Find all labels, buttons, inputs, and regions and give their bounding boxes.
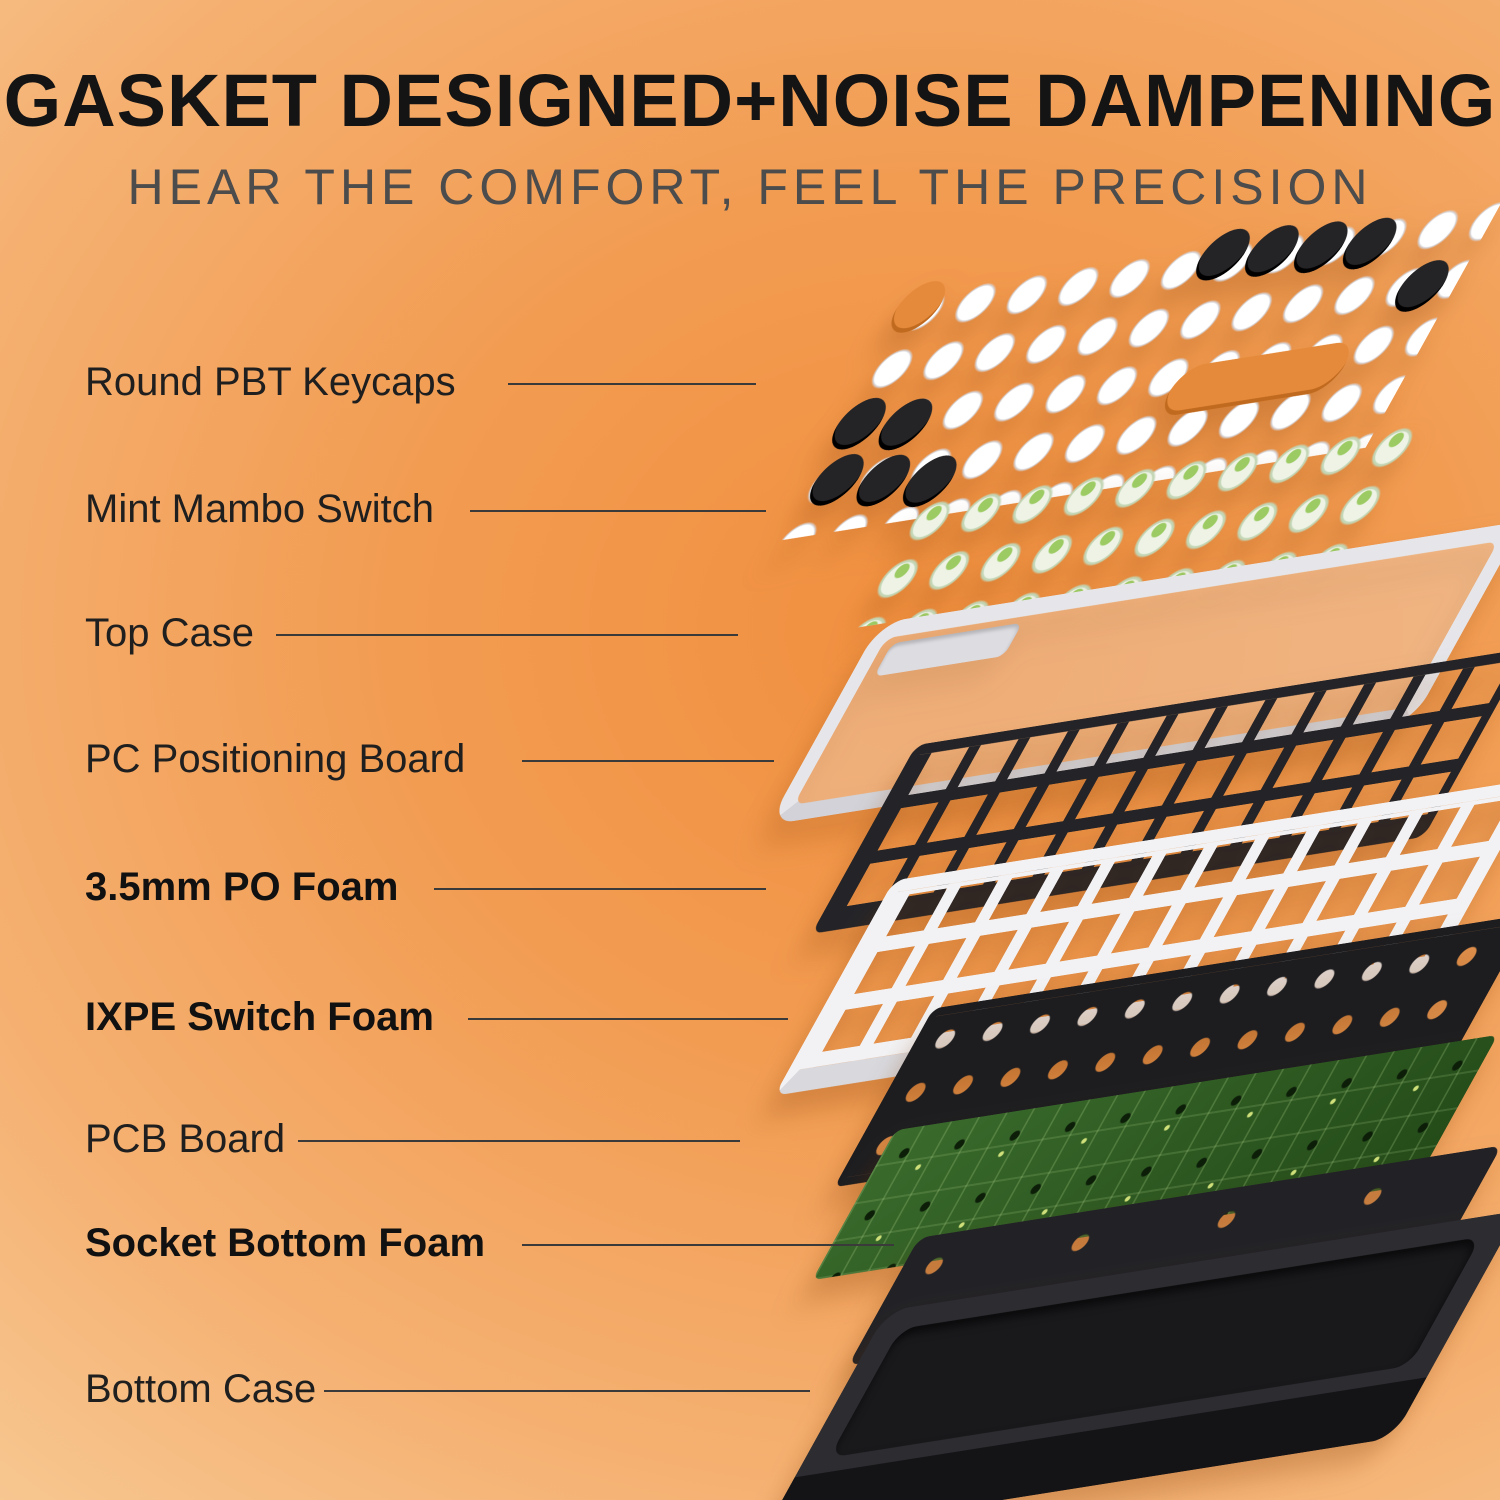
label-mint-mambo-switch: Mint Mambo Switch	[85, 487, 434, 531]
esc-keycap-orange	[881, 277, 956, 337]
label-pc-positioning-board: PC Positioning Board	[85, 737, 466, 781]
enter-keycap-orange	[1154, 339, 1359, 419]
leader-line-pcb	[298, 1140, 740, 1142]
label-po-foam: 3.5mm PO Foam	[85, 865, 399, 909]
top-case-slot-cutout	[873, 622, 1023, 677]
leader-line-top-case	[276, 634, 738, 636]
page-title: GASKET DESIGNED+NOISE DAMPENING	[3, 59, 1497, 142]
label-top-case: Top Case	[85, 611, 254, 655]
leader-line-switch	[470, 510, 766, 512]
leader-line-ixpe-foam	[468, 1018, 788, 1020]
page-subtitle: HEAR THE COMFORT, FEEL THE PRECISION	[127, 159, 1373, 215]
label-round-pbt-keycaps: Round PBT Keycaps	[85, 360, 456, 404]
nav-keycap-black	[1385, 256, 1459, 316]
label-ixpe-switch-foam: IXPE Switch Foam	[85, 995, 434, 1039]
label-bottom-case: Bottom Case	[85, 1367, 317, 1411]
label-pcb-board: PCB Board	[85, 1117, 286, 1161]
leader-line-positioning-board	[522, 760, 774, 762]
leader-line-bottom-case	[324, 1390, 810, 1392]
leader-line-socket-foam	[522, 1244, 894, 1246]
leader-line-keycaps	[508, 383, 756, 385]
leader-line-po-foam	[434, 888, 766, 890]
label-socket-bottom-foam: Socket Bottom Foam	[85, 1221, 486, 1265]
